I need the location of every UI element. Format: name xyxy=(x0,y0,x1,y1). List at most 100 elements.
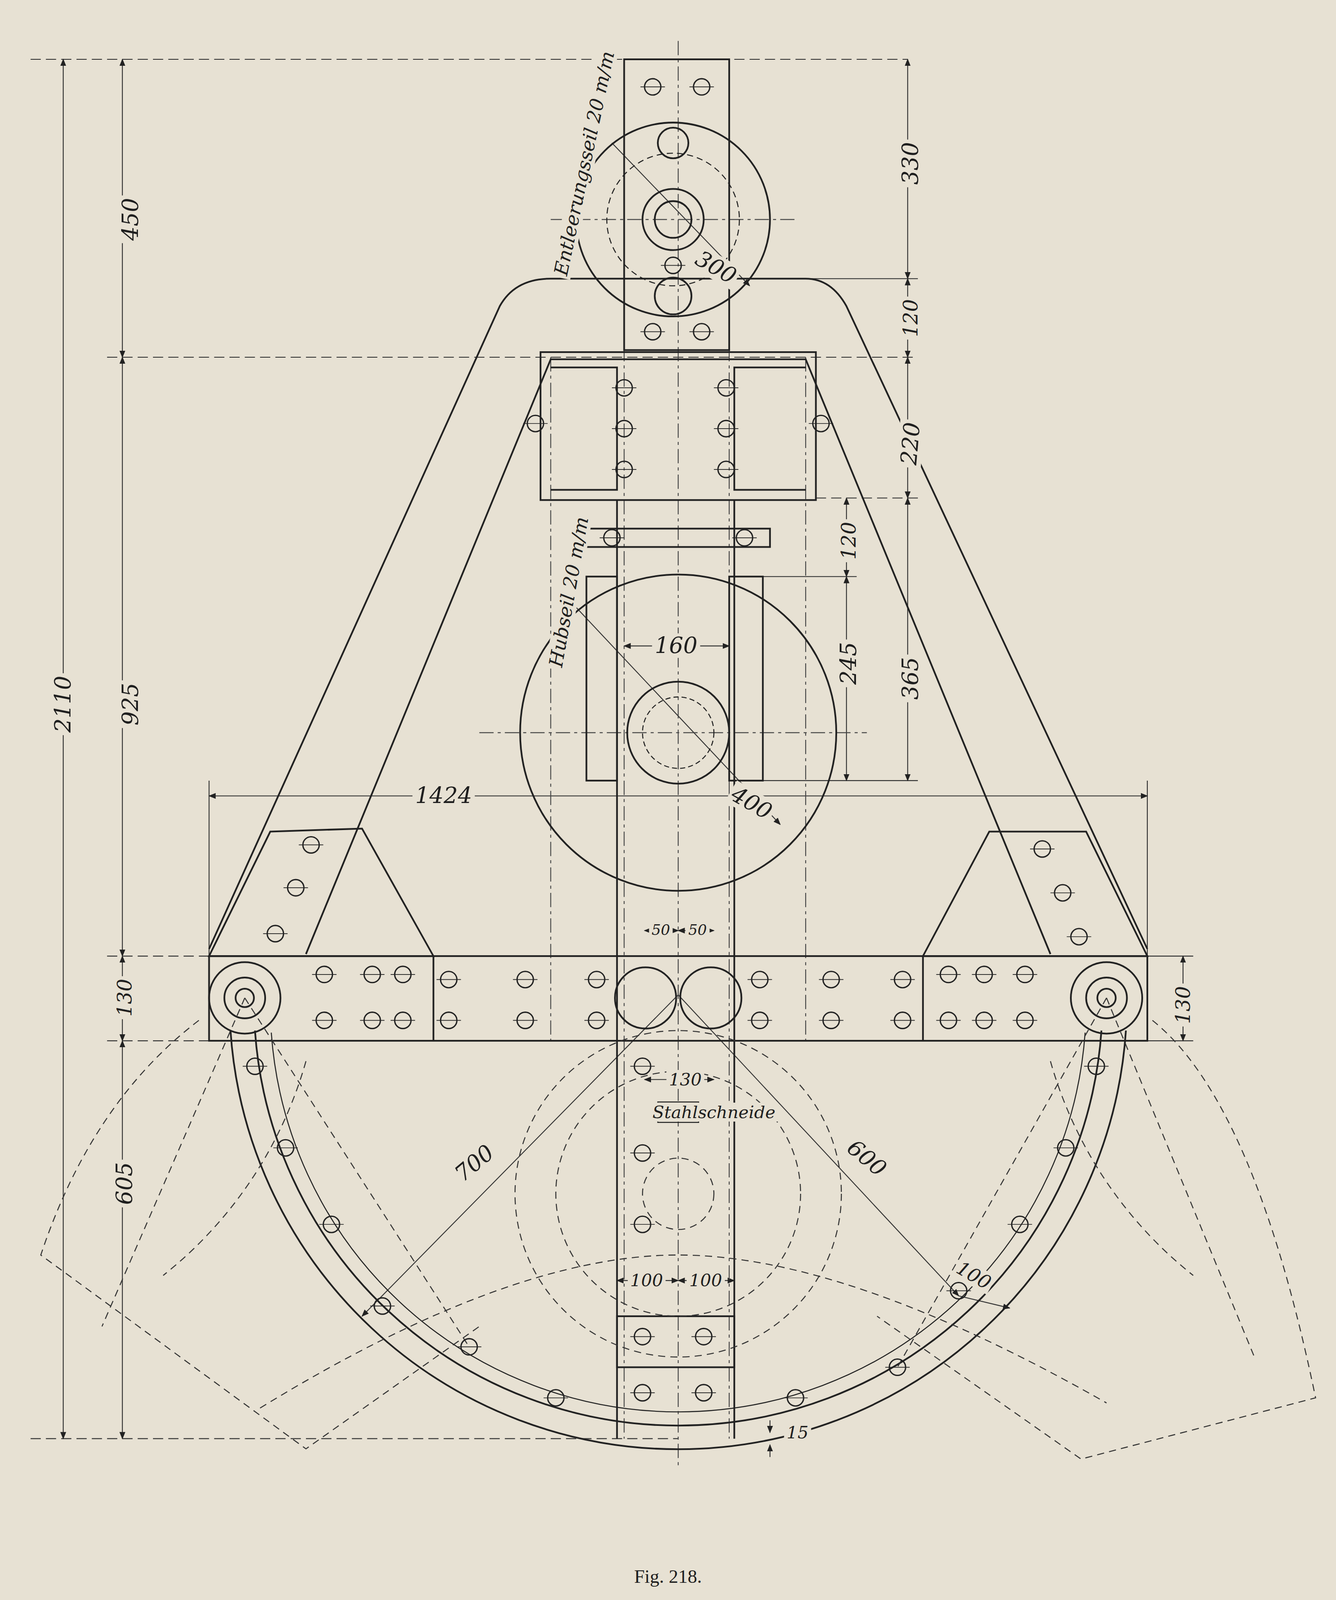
grab-structure-part xyxy=(923,831,1148,957)
rivets-part xyxy=(1066,935,1092,937)
rivets-part xyxy=(732,537,757,539)
dimension-label: 100 xyxy=(950,1255,997,1295)
dimension-lines-part xyxy=(1146,780,1148,956)
rope-label: Entleerungsseil 20 m/m xyxy=(550,46,619,280)
rivets-part xyxy=(885,1366,910,1368)
rivets-part xyxy=(819,1019,844,1021)
hidden-and-open-position-lines-part xyxy=(244,997,470,1347)
grab-structure-part xyxy=(614,966,676,1028)
rivets-part xyxy=(242,1065,268,1067)
rivets-part xyxy=(311,1019,337,1021)
grab-structure-part xyxy=(586,576,618,781)
rivets-part xyxy=(599,537,624,539)
grab-structure-part xyxy=(254,1030,1102,1425)
rivets-part xyxy=(783,1397,808,1398)
dimension-label: 330 xyxy=(898,139,924,187)
dimension-lines-part xyxy=(816,497,918,499)
rivets-part xyxy=(456,1345,482,1347)
hidden-and-open-position-lines-part xyxy=(1050,1060,1193,1275)
rivets-part xyxy=(360,1019,385,1021)
rivets-part xyxy=(584,978,609,980)
dimension-lines-part xyxy=(30,58,908,60)
rivets-part xyxy=(946,1290,971,1291)
hidden-and-open-position-lines-part xyxy=(515,1030,842,1357)
rivets-part xyxy=(972,1019,997,1021)
dimension-label: 700 xyxy=(448,1137,501,1188)
rivets-part xyxy=(808,422,834,424)
rivets-part xyxy=(713,387,739,389)
dimension-lines-part xyxy=(805,278,918,279)
center-lines-part xyxy=(728,346,730,1438)
grab-structure xyxy=(209,59,1148,1449)
hidden-and-open-position-lines-part xyxy=(642,1157,714,1229)
dimension-label: 100 xyxy=(627,1270,666,1290)
grab-structure-part xyxy=(627,681,730,784)
dimension-lines-part xyxy=(769,1419,771,1432)
rivets-part xyxy=(890,978,915,980)
rivets xyxy=(242,78,1109,1406)
rivets-part xyxy=(630,1152,655,1153)
rivets-part xyxy=(513,1019,538,1021)
dimension-lines-part xyxy=(122,357,123,956)
grab-structure-part xyxy=(550,367,618,490)
center-lines-part xyxy=(677,40,679,1469)
rivets-part xyxy=(311,973,337,975)
hidden-and-open-position-lines-part xyxy=(259,1254,1107,1408)
rivets-part xyxy=(436,1019,462,1021)
rivets-part xyxy=(611,387,637,389)
dimension-label: 605 xyxy=(112,1158,137,1207)
dimension-label: 160 xyxy=(652,633,701,658)
rivets-part xyxy=(747,1019,773,1021)
dimension-lines-part xyxy=(362,994,679,1316)
dimension-lines-part xyxy=(209,794,1148,796)
rivets-part xyxy=(262,932,288,934)
rivets-part xyxy=(513,978,538,980)
rivets-part xyxy=(1030,848,1055,850)
rivets-part xyxy=(713,468,739,470)
rivets-part xyxy=(936,973,961,975)
rivets-part xyxy=(522,422,548,424)
dimension-label: 450 xyxy=(118,195,143,244)
grab-structure-part xyxy=(657,127,689,159)
dimension-label: 50 xyxy=(685,922,710,939)
grab-structure-part xyxy=(654,201,692,238)
dimension-label: 220 xyxy=(896,418,926,469)
dimension-label: 300 xyxy=(689,244,743,290)
grab-structure-part xyxy=(617,1315,735,1367)
rivets-part xyxy=(1007,1223,1033,1225)
rivets-part xyxy=(630,1065,655,1067)
rivets-part xyxy=(689,86,714,88)
dimension-lines xyxy=(30,59,1194,1457)
dimension-lines-part xyxy=(1147,1039,1194,1041)
dimension-label: 130 xyxy=(666,1069,705,1089)
rivets-part xyxy=(1012,1019,1038,1021)
grab-structure-part xyxy=(734,367,806,490)
dimension-label: 50 xyxy=(648,922,673,939)
grab-structure-part xyxy=(623,59,729,350)
dimension-lines-part xyxy=(958,1295,1010,1308)
dimension-label: 130 xyxy=(1172,983,1195,1027)
rivets-part xyxy=(298,844,324,846)
rivets-part xyxy=(689,331,714,333)
dimension-label: 1424 xyxy=(412,783,475,808)
grab-structure-part xyxy=(271,1032,1086,1412)
grab-structure-part xyxy=(305,359,1051,954)
rivets-part xyxy=(611,428,637,429)
rivets-part xyxy=(640,331,665,333)
hidden-and-open-position-lines-part xyxy=(877,1020,1316,1459)
rivets-part xyxy=(691,1391,716,1393)
rivets-part xyxy=(370,1305,395,1306)
rivets-part xyxy=(713,428,739,429)
grab-structure-part xyxy=(576,122,771,317)
dimension-label: 245 xyxy=(836,638,861,687)
rivets-part xyxy=(360,973,385,975)
grab-structure-part xyxy=(680,966,742,1028)
hidden-and-open-position-lines-part xyxy=(40,1020,480,1449)
center-lines-part xyxy=(623,346,625,1438)
dimension-label: 15 xyxy=(783,1422,811,1442)
grab-structure-part xyxy=(540,351,817,500)
dimension-lines-part xyxy=(62,59,64,1439)
dimension-label: 130 xyxy=(113,975,136,1019)
